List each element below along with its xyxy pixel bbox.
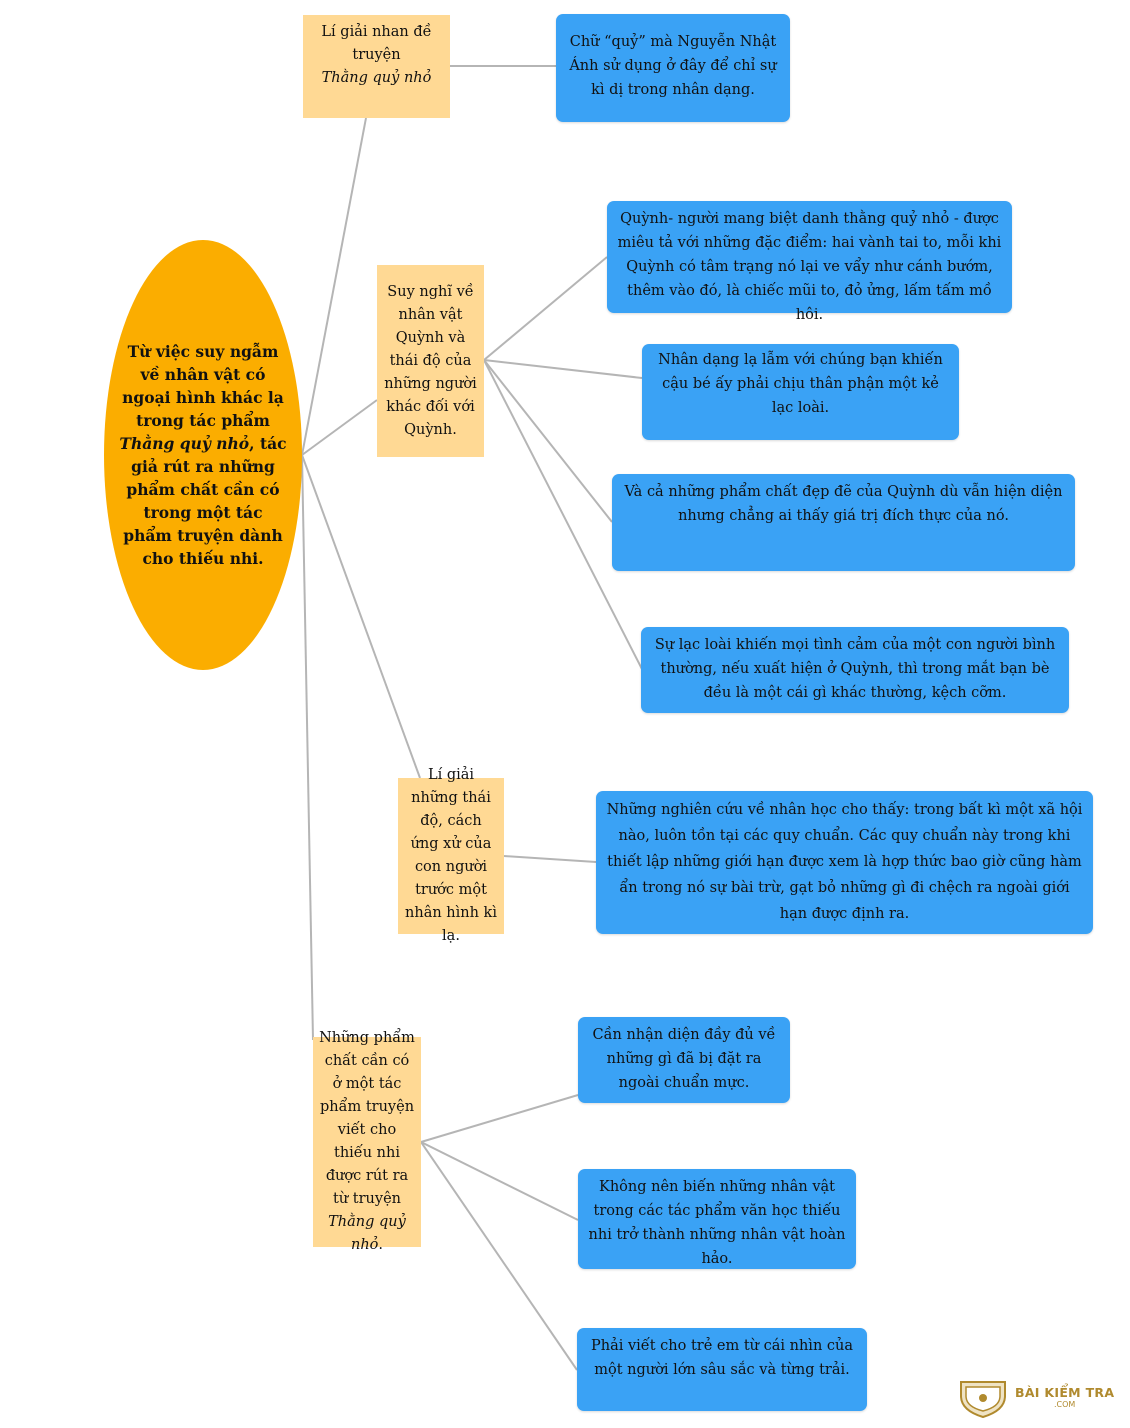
topic-required-qualities-text: Những phẩm chất cần có ở một tác phẩm tr…: [319, 1030, 415, 1253]
central-topic-ellipse: Từ việc suy ngẫm về nhân vật có ngoại hì…: [104, 240, 302, 670]
connector-t3-l6: [503, 855, 597, 863]
connector-t2-l4: [483, 359, 613, 523]
leaf-quynh-description-text: Quỳnh- người mang biệt danh thằng quỷ nh…: [617, 211, 1002, 323]
topic-required-qualities: Những phẩm chất cần có ở một tác phẩm tr…: [313, 1030, 421, 1253]
topic-attitude-explanation-text: Lí giải những thái độ, cách ứng xử của c…: [405, 767, 497, 944]
connector-t2-l5: [483, 359, 646, 676]
connector-root-t2: [301, 399, 378, 456]
leaf-outcast-fate-text: Nhân dạng lạ lẫm với chúng bạn khiến cậu…: [658, 352, 943, 416]
shield-icon: [960, 1381, 1006, 1418]
leaf-quy-meaning-text: Chữ “quỷ” mà Nguyễn Nhật Ánh sử dụng ở đ…: [569, 34, 777, 98]
leaf-unseen-virtues: Và cả những phẩm chất đẹp đẽ của Quỳnh d…: [612, 474, 1075, 571]
topic-quynh-character: Suy nghĩ về nhân vật Quỳnh và thái độ củ…: [377, 265, 484, 457]
leaf-quy-meaning: Chữ “quỷ” mà Nguyễn Nhật Ánh sử dụng ở đ…: [556, 14, 790, 122]
leaf-no-perfect-characters-text: Không nên biến những nhân vật trong các …: [588, 1179, 846, 1267]
watermark-text: BÀI KIỂM TRA .COM: [1015, 1386, 1114, 1410]
leaf-odd-in-friends-eyes: Sự lạc loài khiến mọi tình cảm của một c…: [641, 627, 1069, 713]
connector-root-t4: [301, 454, 314, 1041]
watermark-logo: BÀI KIỂM TRA .COM: [957, 1376, 1117, 1420]
connector-t2-l3: [483, 359, 643, 379]
leaf-recognize-outsiders-text: Cần nhận diện đầy đủ về những gì đã bị đ…: [592, 1027, 776, 1091]
leaf-recognize-outsiders: Cần nhận diện đầy đủ về những gì đã bị đ…: [578, 1017, 790, 1103]
connector-t4-l7: [420, 1094, 579, 1143]
topic-attitude-explanation: Lí giải những thái độ, cách ứng xử của c…: [398, 767, 504, 944]
leaf-mature-perspective: Phải viết cho trẻ em từ cái nhìn của một…: [577, 1328, 867, 1411]
watermark-domain: .COM: [1053, 1400, 1076, 1409]
leaf-outcast-fate: Nhân dạng lạ lẫm với chúng bạn khiến cậu…: [642, 344, 959, 440]
topic-quynh-character-text: Suy nghĩ về nhân vật Quỳnh và thái độ củ…: [384, 283, 477, 438]
watermark-name: BÀI KIỂM TRA: [1015, 1385, 1115, 1400]
connector-t4-l9: [420, 1141, 578, 1371]
leaf-odd-in-friends-eyes-text: Sự lạc loài khiến mọi tình cảm của một c…: [654, 637, 1056, 701]
connector-root-t1: [301, 117, 367, 456]
leaf-quynh-description: Quỳnh- người mang biệt danh thằng quỷ nh…: [607, 201, 1012, 323]
leaf-unseen-virtues-text: Và cả những phẩm chất đẹp đẽ của Quỳnh d…: [624, 484, 1063, 524]
connector-t4-l8: [420, 1141, 579, 1221]
leaf-no-perfect-characters: Không nên biến những nhân vật trong các …: [578, 1169, 856, 1269]
leaf-anthropology-norms: Những nghiên cứu về nhân học cho thấy: t…: [596, 791, 1093, 934]
central-topic-text: Từ việc suy ngẫm về nhân vật có ngoại hì…: [119, 342, 287, 568]
leaf-mature-perspective-text: Phải viết cho trẻ em từ cái nhìn của một…: [590, 1338, 853, 1378]
connector-root-t3: [301, 454, 421, 779]
leaf-anthropology-norms-text: Những nghiên cứu về nhân học cho thấy: t…: [606, 802, 1083, 922]
connector-t2-l2: [483, 256, 608, 361]
